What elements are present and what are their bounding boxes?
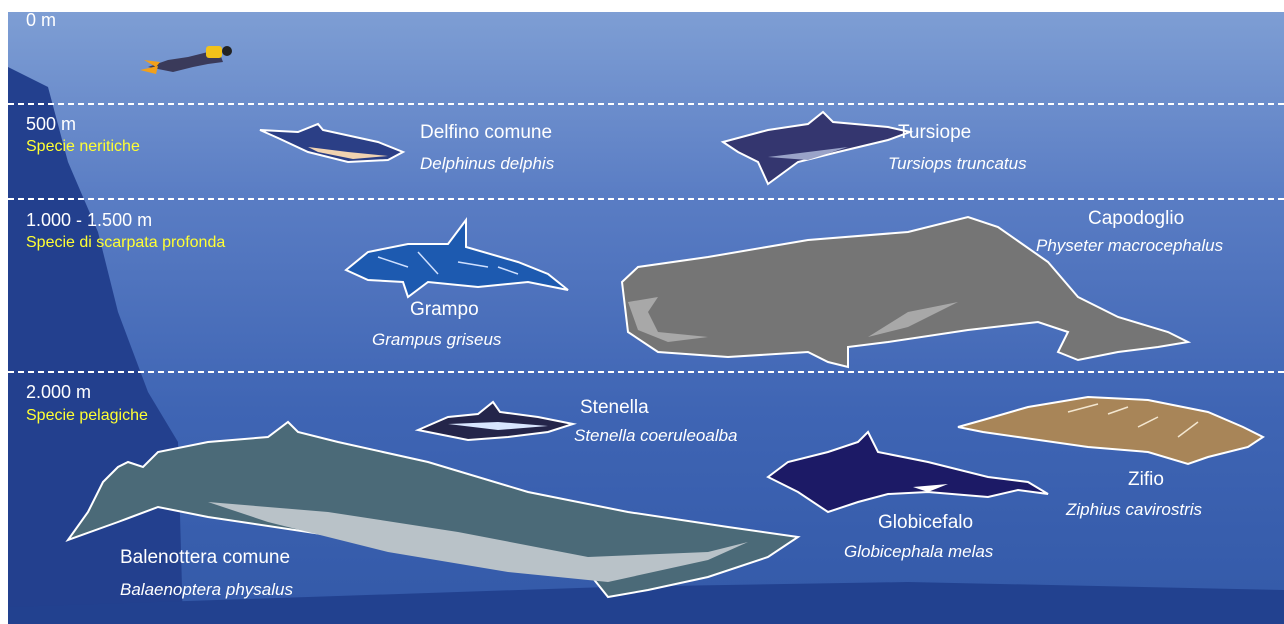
species-common-capodoglio: Capodoglio — [1088, 208, 1184, 230]
zone-label-pelagic: Specie pelagiche — [26, 407, 148, 425]
species-scientific-stenella: Stenella coeruleoalba — [574, 426, 738, 446]
species-scientific-delfino: Delphinus delphis — [420, 154, 554, 174]
species-scientific-balenottera: Balaenoptera physalus — [120, 580, 293, 600]
species-common-globicefalo: Globicefalo — [878, 512, 973, 534]
species-scientific-grampo: Grampus griseus — [372, 330, 501, 350]
species-scientific-tursiope: Tursiops truncatus — [888, 154, 1027, 174]
zone-label-deep-slope: Specie di scarpata profonda — [26, 234, 225, 252]
species-common-grampo: Grampo — [410, 299, 479, 321]
species-common-delfino: Delfino comune — [420, 122, 552, 144]
depth-label-500: 500 m — [26, 114, 76, 135]
species-common-zifio: Zifio — [1128, 469, 1164, 491]
zone-label-neritic: Specie neritiche — [26, 138, 140, 156]
species-common-tursiope: Tursiope — [898, 122, 971, 144]
species-common-stenella: Stenella — [580, 397, 649, 419]
species-common-balenottera: Balenottera comune — [120, 547, 290, 569]
ocean-background — [8, 12, 1284, 624]
species-scientific-capodoglio: Physeter macrocephalus — [1036, 236, 1223, 256]
species-scientific-zifio: Ziphius cavirostris — [1066, 500, 1202, 520]
ocean-depth-diagram: 0 m 500 m Specie neritiche 1.000 - 1.500… — [8, 12, 1284, 624]
depth-label-2000: 2.000 m — [26, 382, 91, 403]
depth-label-1000-1500: 1.000 - 1.500 m — [26, 210, 152, 231]
depth-label-0: 0 m — [26, 10, 56, 31]
species-scientific-globicefalo: Globicephala melas — [844, 542, 993, 562]
